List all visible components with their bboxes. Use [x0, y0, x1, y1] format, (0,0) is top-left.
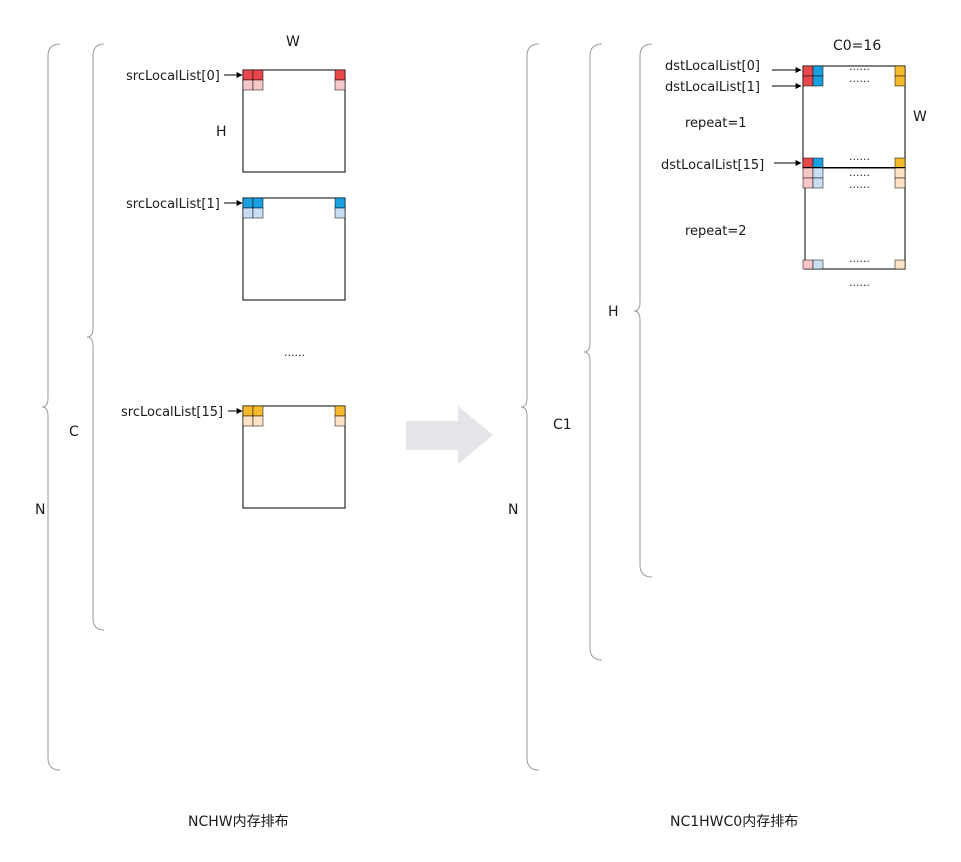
src-block-0 — [242, 69, 346, 173]
row-ellipsis-3: ...... — [849, 150, 870, 163]
n-dimension-label-right: N — [508, 502, 518, 518]
blocks-ellipsis: ...... — [284, 346, 305, 359]
src-label-15: srcLocalList[15] — [121, 405, 223, 420]
src-label-1: srcLocalList[1] — [126, 197, 220, 212]
dst-label-0: dstLocalList[0] — [665, 59, 760, 74]
c-brace — [86, 43, 105, 631]
n-brace — [41, 43, 61, 771]
c1-brace — [583, 43, 603, 661]
nchw-panel: N C W H srcLocalList[0] srcLocalList[1] — [35, 34, 346, 830]
repeat-label-2: repeat=2 — [685, 224, 747, 239]
dst-label-1: dstLocalList[1] — [665, 80, 760, 95]
row-ellipsis-4: ...... — [849, 166, 870, 179]
src-label-0: srcLocalList[0] — [126, 69, 220, 84]
c1-dimension-label: C1 — [553, 417, 572, 433]
src-block-15 — [242, 405, 346, 509]
row-ellipsis-2: ...... — [849, 72, 870, 85]
nc1hwc0-caption: NC1HWC0内存排布 — [670, 814, 798, 830]
src-block-1 — [242, 197, 346, 301]
n-dimension-label: N — [35, 502, 45, 518]
repeat-label-1: repeat=1 — [685, 116, 747, 131]
dst-tile-repeat-1 — [802, 65, 906, 169]
row-ellipsis-7: ...... — [849, 276, 870, 289]
c-dimension-label: C — [69, 424, 79, 440]
n-brace-right — [520, 43, 540, 771]
nchw-caption: NCHW内存排布 — [188, 814, 289, 830]
h-dimension-label: H — [216, 124, 227, 140]
dst-label-15: dstLocalList[15] — [661, 158, 764, 173]
row-ellipsis-1: ...... — [849, 60, 870, 73]
c0-dimension-label: C0=16 — [833, 38, 881, 54]
row-ellipsis-5: ...... — [849, 178, 870, 191]
h-brace — [633, 43, 653, 578]
w-dimension-label: W — [286, 34, 300, 50]
w-dimension-label-right: W — [913, 109, 927, 125]
row-ellipsis-6: ...... — [849, 252, 870, 265]
dst-tile-repeat-2 — [802, 167, 906, 270]
h-dimension-label-right: H — [608, 304, 619, 320]
conversion-arrow — [406, 406, 493, 464]
nc1hwc0-panel: N C1 H W C0=16 ...... ...... ...... — [508, 38, 927, 830]
